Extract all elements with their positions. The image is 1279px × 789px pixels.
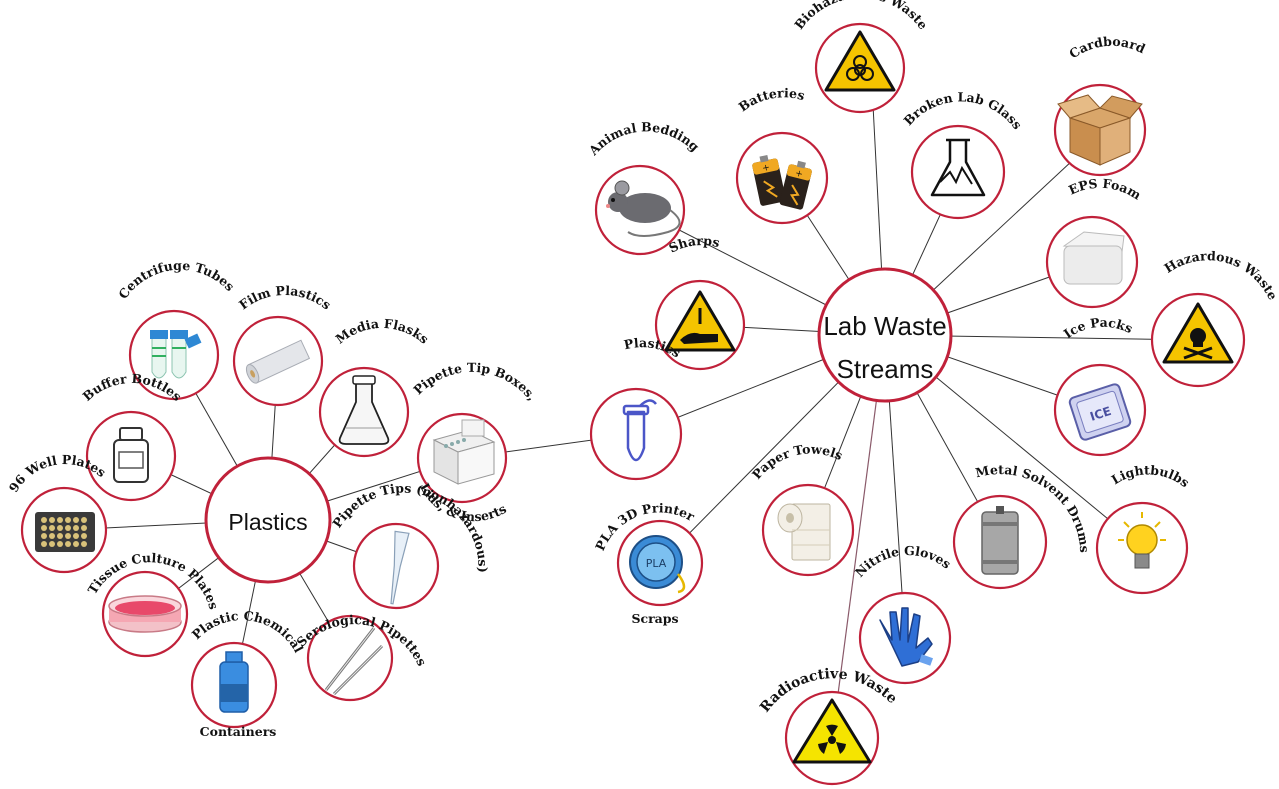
lightbulbs-label: Lightbulbs	[1109, 462, 1193, 490]
node-broken-glass: Broken Lab Glass	[900, 89, 1025, 220]
batteries-label: Batteries	[736, 85, 807, 114]
erlenmeyer-flask-icon	[338, 375, 390, 445]
pla-printer-label-bottom: Scraps	[631, 611, 678, 626]
filament-spool-icon: PLA	[629, 535, 686, 594]
ice-packs-label: Ice Packs	[1061, 315, 1135, 342]
batteries-icon: + +	[752, 154, 812, 210]
node-nitrile-gloves: Nitrile Gloves	[852, 543, 954, 685]
node-ice-packs: ICE Ice Packs	[1053, 315, 1147, 457]
svg-text:Batteries: Batteries	[736, 85, 807, 114]
node-sharps: Sharps	[654, 233, 746, 371]
eps-foam-label: EPS Foam	[1066, 176, 1144, 203]
node-metal-drums: Metal Solvent Drums	[952, 462, 1092, 590]
svg-text:Centrifuge Tubes: Centrifuge Tubes	[115, 258, 237, 302]
svg-text:Film Plastics: Film Plastics	[236, 283, 334, 313]
film-plastics-label: Film Plastics	[236, 283, 334, 313]
svg-text:Animal Bedding: Animal Bedding	[585, 119, 703, 158]
svg-text:Cardboard: Cardboard	[1066, 34, 1148, 62]
node-chemical-containers: Plastic Chemical Containers	[189, 608, 307, 739]
svg-text:Paper Towels: Paper Towels	[749, 441, 845, 482]
node-buffer-bottles: Buffer Bottles	[80, 371, 185, 502]
node-radioactive: Radioactive Waste	[757, 666, 900, 786]
microtube-icon	[622, 399, 657, 462]
media-flasks-label: Media Flasks	[333, 316, 432, 347]
skull-crossbones-icon	[1162, 302, 1234, 364]
keg-icon	[981, 506, 1019, 575]
node-film-plastics: Film Plastics	[232, 283, 334, 407]
hub-plastics: Plastics	[204, 456, 332, 584]
svg-text:Pipette Tip Boxes,: Pipette Tip Boxes,	[410, 360, 540, 404]
hub-lab-line1: Lab Waste	[823, 311, 946, 341]
tip-box-icon	[432, 419, 496, 485]
petri-dish-icon	[108, 595, 182, 633]
film-roll-icon	[245, 339, 311, 384]
bottle-icon	[113, 427, 149, 483]
cardboard-box-icon	[1057, 94, 1143, 166]
node-batteries: + + Batteries	[736, 85, 829, 225]
chemical-jug-icon	[219, 651, 249, 713]
pipette-tip-icon	[390, 530, 410, 605]
hub-lab-line2: Streams	[837, 354, 934, 384]
svg-text:Media Flasks: Media Flasks	[333, 316, 432, 347]
ice-pack-text: ICE	[1088, 404, 1113, 424]
animal-bedding-label: Animal Bedding	[585, 119, 703, 158]
connector-radioactive	[831, 334, 886, 741]
hub-lab-waste-streams: Lab Waste Streams	[817, 267, 953, 403]
svg-text:Hazardous Waste: Hazardous Waste	[1161, 248, 1279, 302]
node-hazardous: Hazardous Waste	[1150, 248, 1279, 388]
svg-text:Lightbulbs: Lightbulbs	[1109, 462, 1193, 490]
node-well-plates: 96 Well Plates	[6, 452, 109, 574]
node-eps-foam: EPS Foam	[1045, 176, 1144, 309]
serological-pipettes-icon	[324, 627, 384, 696]
radiation-icon	[792, 698, 872, 764]
svg-text:+: +	[761, 163, 770, 174]
svg-text:EPS Foam: EPS Foam	[1066, 176, 1144, 203]
node-cardboard: Cardboard	[1053, 34, 1148, 177]
node-lightbulbs: Lightbulbs	[1095, 462, 1193, 595]
node-plastics-link: Plastics	[589, 335, 683, 481]
paper-towel-roll-icon	[777, 503, 831, 561]
glove-icon	[879, 607, 934, 667]
node-animal-bedding: Animal Bedding	[585, 119, 703, 256]
hub-plastics-label: Plastics	[228, 509, 307, 535]
hazardous-label: Hazardous Waste	[1161, 248, 1279, 302]
ice-pack-icon: ICE	[1068, 383, 1132, 441]
well-plate-icon	[35, 512, 95, 552]
paper-towels-label: Paper Towels	[749, 441, 845, 482]
pipette-tip-boxes-label-top: Pipette Tip Boxes,	[410, 360, 540, 404]
svg-text:+: +	[794, 169, 804, 181]
chemical-containers-label-bottom: Containers	[200, 724, 277, 739]
centrifuge-tubes-label: Centrifuge Tubes	[115, 258, 237, 302]
biohazard-icon	[824, 30, 896, 92]
foam-block-icon	[1062, 231, 1125, 285]
node-paper-towels: Paper Towels	[749, 441, 855, 577]
broken-flask-icon	[930, 138, 986, 197]
node-serological: Serological Pipettes	[294, 612, 430, 702]
cardboard-label: Cardboard	[1066, 34, 1148, 62]
sharps-warning-icon	[664, 290, 736, 352]
node-pla-printer: PLA PLA 3D Printer Scraps	[592, 500, 704, 626]
centrifuge-tubes-icon	[150, 330, 202, 379]
mouse-icon	[606, 180, 681, 237]
node-biohazardous: Biohazardous Waste	[791, 0, 931, 114]
nitrile-gloves-label: Nitrile Gloves	[852, 543, 954, 580]
svg-text:Ice Packs: Ice Packs	[1061, 315, 1135, 342]
lightbulb-icon	[1118, 512, 1166, 569]
svg-text:Nitrile Gloves: Nitrile Gloves	[852, 543, 954, 580]
pla-spool-text: PLA	[646, 557, 667, 570]
